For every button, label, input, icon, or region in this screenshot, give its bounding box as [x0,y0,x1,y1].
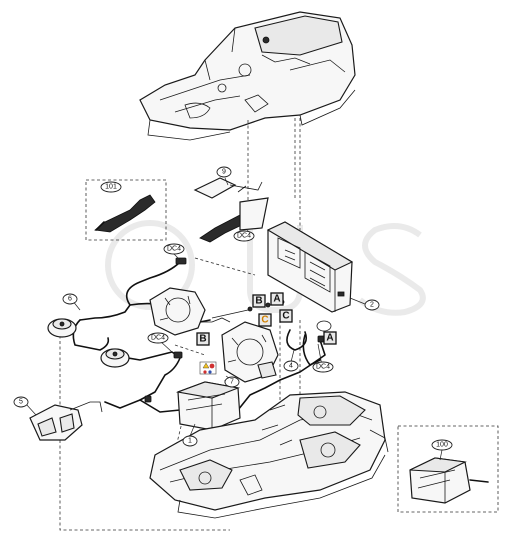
letter-a-right-label: A [326,333,333,344]
box-101 [85,179,167,241]
upper-body-chassis [139,11,356,141]
box-100 [397,425,499,513]
letter-a-top-label: A [273,294,280,305]
callout-9-label: 9 [222,169,226,176]
watermark-logo [105,220,426,316]
callout-6: 6 [62,293,78,305]
motor-left [149,287,231,336]
letter-b-left-label: B [199,334,206,345]
letter-a-right: A [323,331,337,345]
callout-1-label: 1 [188,438,192,445]
dc4-tag-top: DC4 [163,243,185,255]
dc4-tag-right: DC4 [312,361,334,373]
dc4-tag-left: DC4 [147,332,169,344]
letter-c-right-label: C [282,311,289,322]
callout-5-label: 5 [19,399,23,406]
callout-101-label: 101 [105,184,117,191]
lower-chassis [149,391,389,519]
callout-101: 101 [100,181,122,193]
warning-label [199,361,217,375]
callout-100: 100 [431,439,453,451]
dc4-tag-top-label: DC4 [167,246,181,253]
callout-5: 5 [13,396,29,408]
callout-4-label: 4 [289,363,293,370]
callout-2: 2 [364,299,380,311]
dc4-tag-left-label: DC4 [151,335,165,342]
callout-7: 7 [224,376,240,388]
letter-b-top-label: B [255,296,262,307]
warning-triangle-icon [202,362,210,369]
battery-pack [175,381,241,431]
callout-4: 4 [283,360,299,372]
letter-a-top: A [270,292,284,306]
callout-2-label: 2 [370,302,374,309]
dome-connector-right [100,348,130,368]
letter-c-right: C [279,309,293,323]
control-module [266,221,354,313]
callout-9: 9 [216,166,232,178]
letter-c-mid-label: C [261,315,268,326]
charging-bracket [29,401,103,441]
sensor-loop [286,320,332,351]
dc4-tag-right-label: DC4 [316,364,330,371]
letter-c-mid: C [258,313,272,327]
cable-holder-bracket [193,177,269,243]
callout-6-label: 6 [68,296,72,303]
letter-b-top: B [252,294,266,308]
dome-connector-left [47,318,77,338]
callout-1: 1 [182,435,198,447]
warning-circle-icon [209,363,215,369]
motor-right-gearbox [221,321,279,383]
dc4-tag-holder: DC4 [233,230,255,242]
callout-7-label: 7 [230,379,234,386]
dc4-tag-holder-label: DC4 [237,233,251,240]
letter-b-left: B [196,332,210,346]
callout-100-label: 100 [436,442,448,449]
